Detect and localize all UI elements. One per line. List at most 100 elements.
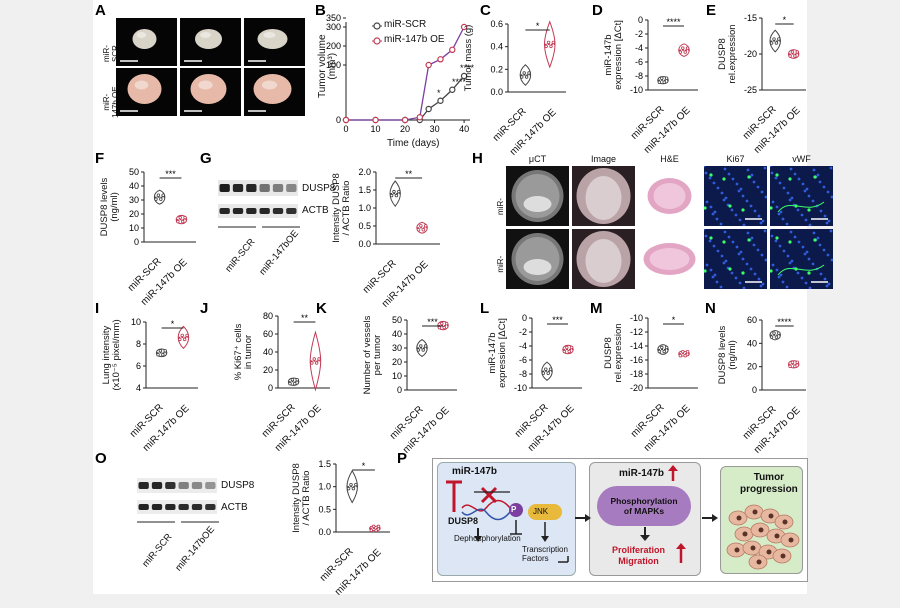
b-xtick: 40 <box>459 124 469 134</box>
data-point <box>660 76 664 80</box>
ytick: 2.0 <box>358 167 371 177</box>
blot-band <box>138 482 149 489</box>
ytick: -10 <box>630 313 643 323</box>
arrow-1 <box>575 514 591 522</box>
b-ytick: 100 <box>326 60 341 70</box>
ytick: 1.0 <box>318 482 331 492</box>
data-point <box>371 524 376 529</box>
significance: * <box>536 21 540 31</box>
data-point <box>178 215 182 220</box>
h-image-cell <box>704 166 767 226</box>
data-point <box>548 367 553 371</box>
data-point <box>293 381 297 386</box>
data-point <box>541 371 546 375</box>
panel-label-a: A <box>95 2 106 19</box>
significance: ** <box>301 313 309 323</box>
data-point <box>421 348 425 352</box>
data-point <box>178 337 182 342</box>
data-point <box>154 197 158 201</box>
data-point <box>777 37 781 41</box>
ytick: -6 <box>635 57 643 67</box>
h-image-cell <box>572 229 635 289</box>
b-point <box>460 23 468 31</box>
tumor-photo <box>116 68 177 116</box>
ytick: -8 <box>519 369 527 379</box>
g-blot-actb <box>218 204 298 218</box>
b-point <box>437 56 444 63</box>
blot-band <box>272 208 284 214</box>
blot-band <box>165 504 176 510</box>
data-point <box>790 360 795 365</box>
data-point <box>423 224 428 228</box>
arrow-2 <box>702 514 718 522</box>
up-arrow-1 <box>668 465 678 481</box>
tumor-photo <box>180 68 241 116</box>
p-box2-oval: Phosphorylation of MAPKs <box>610 496 678 516</box>
data-point <box>795 360 799 365</box>
blot-band <box>178 504 189 510</box>
c-ylabel: Tumor mass (g) <box>463 24 474 92</box>
panel-m-violin: -10-12-14-16-18-20* <box>630 313 698 393</box>
data-point <box>774 41 779 45</box>
data-point <box>310 361 314 365</box>
h-image-cell <box>770 229 833 289</box>
p-box2-red: Proliferation Migration <box>612 545 666 566</box>
data-point <box>349 482 353 487</box>
ytick: 4 <box>136 383 141 393</box>
blot-band <box>178 482 189 489</box>
panel-g-violin: 2.01.51.00.50.0** <box>358 167 440 249</box>
ytick: 30 <box>129 195 139 205</box>
b-point <box>342 116 350 124</box>
up-arrow-2 <box>676 543 686 563</box>
h-col-label-4: vWF <box>792 154 811 164</box>
p-box2-title: miR-147b <box>619 468 665 479</box>
panel-label-e: E <box>706 2 717 19</box>
data-point <box>772 37 776 41</box>
data-point <box>180 333 184 338</box>
ytick: -25 <box>744 85 757 95</box>
ytick: -20 <box>744 49 757 59</box>
n-ylabel: DUSP8 levels (ng/ml) <box>717 325 738 385</box>
violin-shape <box>541 361 553 381</box>
tumor-photo <box>116 18 177 66</box>
b-star-1: **** <box>460 63 475 73</box>
data-point <box>565 345 569 350</box>
ytick: -15 <box>744 13 757 23</box>
b-point <box>425 105 432 113</box>
mechanism-diagram <box>446 480 569 563</box>
data-point <box>660 345 664 350</box>
panel-c-violin: 0.00.20.40.6* <box>490 19 566 97</box>
data-point <box>374 528 378 533</box>
j-ylabel: % Ki67⁺ cells in tumor <box>233 323 254 381</box>
ytick: 0 <box>134 237 139 247</box>
b-ytick: 200 <box>326 41 341 51</box>
blot-band <box>232 184 244 192</box>
ytick: -12 <box>630 327 643 337</box>
ytick: 0 <box>397 385 402 395</box>
data-point <box>683 50 687 54</box>
b-star-2: **** <box>452 77 467 87</box>
blot-band <box>165 482 176 489</box>
data-point <box>569 345 574 350</box>
h-image-cell <box>704 229 767 289</box>
data-point <box>290 377 295 382</box>
ytick: -6 <box>519 355 527 365</box>
panel-label-f: F <box>95 150 105 167</box>
data-point <box>527 71 531 75</box>
ytick: 20 <box>129 209 139 219</box>
b-xtick: 30 <box>430 124 440 134</box>
p-transcription: Transcription Factors <box>522 545 568 563</box>
ytick: 10 <box>131 317 141 327</box>
panel-label-h: H <box>472 150 483 167</box>
b-point <box>416 114 424 121</box>
ytick: -18 <box>630 369 643 379</box>
p-jnk: JNK <box>533 507 549 516</box>
e-ylabel: DUSP8 rel.expression <box>717 24 738 84</box>
data-point <box>163 349 167 353</box>
data-point <box>788 364 792 369</box>
significance: * <box>171 319 175 329</box>
data-point <box>416 228 421 232</box>
data-point <box>567 349 571 354</box>
data-point <box>522 71 526 75</box>
